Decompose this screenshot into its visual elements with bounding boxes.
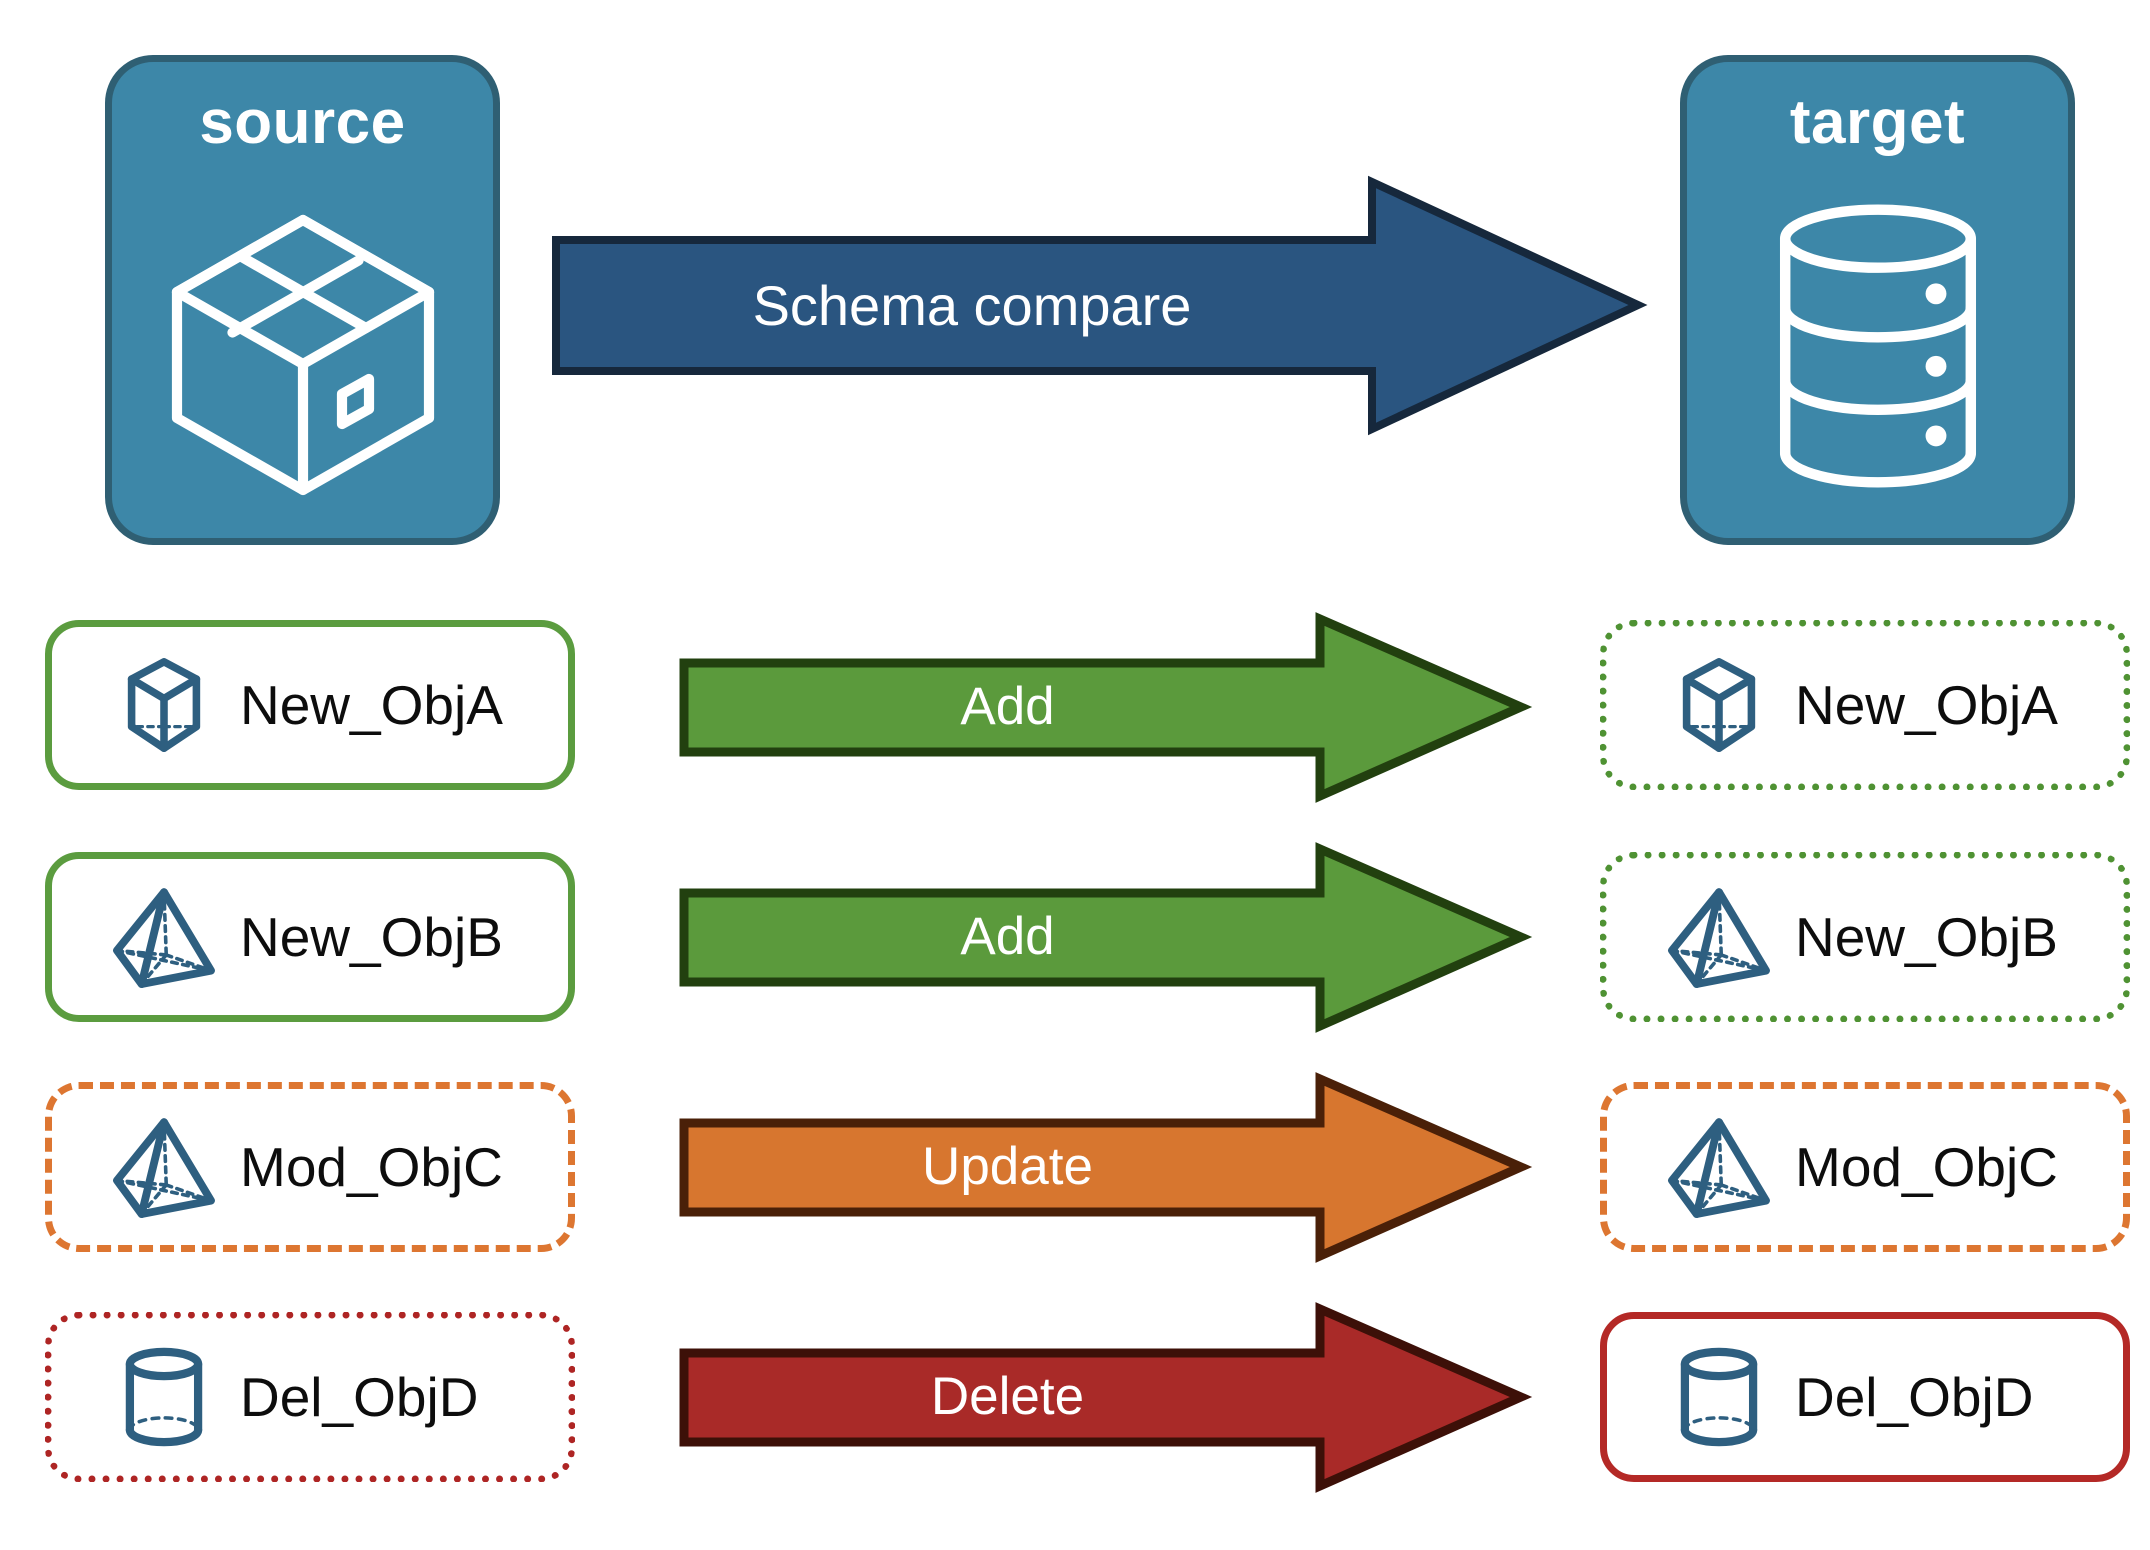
update-arrow-row3[interactable]: Update [679, 1072, 1533, 1263]
source-chip-label: New_ObjA [240, 673, 503, 736]
source-chip-new-obja[interactable]: New_ObjA [45, 620, 575, 790]
wireframe-cylinder-icon [104, 1337, 224, 1457]
source-panel-title: source [199, 88, 406, 157]
source-panel[interactable]: source [105, 55, 500, 545]
schema-compare-arrow[interactable]: Schema compare [552, 175, 1648, 436]
add-arrow-row1-label: Add [960, 677, 1055, 736]
source-chip-del-objd[interactable]: Del_ObjD [45, 1312, 575, 1482]
source-chip-label: Mod_ObjC [240, 1135, 503, 1198]
source-chip-label: Del_ObjD [240, 1365, 479, 1428]
target-chip-label: New_ObjA [1795, 673, 2058, 736]
delete-arrow-row4-label: Delete [930, 1367, 1085, 1426]
source-chip-mod-objc[interactable]: Mod_ObjC [45, 1082, 575, 1252]
update-arrow-row3-label: Update [922, 1137, 1093, 1196]
target-chip-label: Mod_ObjC [1795, 1135, 2058, 1198]
wireframe-pyramid-icon [104, 877, 224, 997]
target-panel-title: target [1789, 88, 1966, 157]
target-chip-label: New_ObjB [1795, 905, 2058, 968]
target-panel[interactable]: target [1680, 55, 2075, 545]
target-chip-new-obja[interactable]: New_ObjA [1600, 620, 2130, 790]
database-cylinder-icon [1687, 154, 2068, 538]
add-arrow-row1[interactable]: Add [679, 612, 1533, 803]
target-chip-del-objd[interactable]: Del_ObjD [1600, 1312, 2130, 1482]
wireframe-pyramid-icon [1659, 1107, 1779, 1227]
source-chip-new-objb[interactable]: New_ObjB [45, 852, 575, 1022]
add-arrow-row2[interactable]: Add [679, 842, 1533, 1033]
wireframe-cube-icon [1659, 645, 1779, 765]
target-chip-mod-objc[interactable]: Mod_ObjC [1600, 1082, 2130, 1252]
wireframe-pyramid-icon [1659, 877, 1779, 997]
delete-arrow-row4[interactable]: Delete [679, 1302, 1533, 1493]
schema-compare-arrow-label: Schema compare [752, 274, 1192, 337]
package-box-icon [112, 154, 493, 538]
wireframe-cylinder-icon [1659, 1337, 1779, 1457]
add-arrow-row2-label: Add [960, 907, 1055, 966]
source-chip-label: New_ObjB [240, 905, 503, 968]
wireframe-cube-icon [104, 645, 224, 765]
wireframe-pyramid-icon [104, 1107, 224, 1227]
target-chip-new-objb[interactable]: New_ObjB [1600, 852, 2130, 1022]
target-chip-label: Del_ObjD [1795, 1365, 2034, 1428]
